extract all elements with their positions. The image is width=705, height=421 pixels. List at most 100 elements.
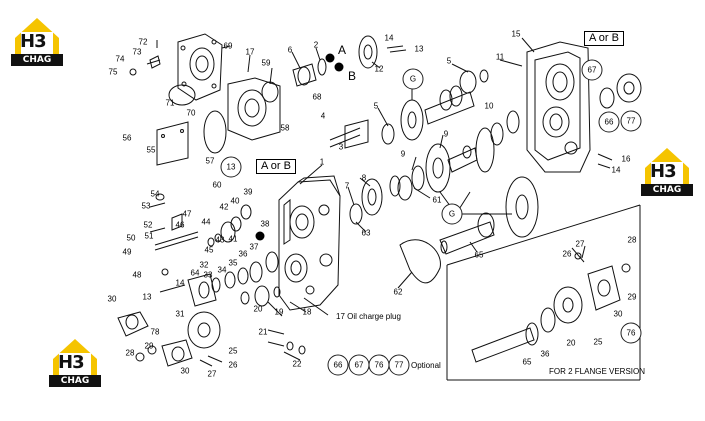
part-number-label: 71 [165, 98, 175, 108]
part-number-label: 40 [230, 196, 240, 206]
logo-badge-icon [645, 148, 689, 184]
part-number-label: 22 [292, 359, 302, 369]
part-number-label: 48 [132, 270, 142, 280]
logo-bar-text: CHAG [641, 184, 693, 196]
part-number-label: 44 [201, 217, 211, 227]
part-number-label: 75 [108, 67, 118, 77]
part-number-label: 31 [175, 309, 185, 319]
part-number-label: 45 [204, 245, 214, 255]
part-number-label: 4 [320, 111, 326, 121]
optional-circle-76: 76 [368, 354, 390, 376]
part-number-label: 36 [238, 249, 248, 259]
part-number-label: 65 [474, 250, 484, 260]
part-number-label: 13 [142, 292, 152, 302]
logo-badge-icon [15, 18, 59, 54]
part-number-label: 43 [215, 235, 225, 245]
part-number-label: 78 [150, 327, 160, 337]
part-number-label: 3 [338, 142, 344, 152]
part-number-label: 28 [627, 235, 637, 245]
part-number-label: 37 [249, 242, 259, 252]
part-number-label: 73 [132, 47, 142, 57]
part-number-label: 65 [522, 357, 532, 367]
part-number-label: 55 [146, 145, 156, 155]
part-number-label: 30 [107, 294, 117, 304]
part-number-label: 21 [258, 327, 268, 337]
part-number-label: 58 [280, 123, 290, 133]
optional-circle-66: 66 [327, 354, 349, 376]
part-number-label: 13 [414, 44, 424, 54]
part-number-label: 30 [613, 309, 623, 319]
part-number-label: 36 [540, 349, 550, 359]
a-or-b-callout-top: A or B [584, 31, 624, 46]
part-number-label: 9 [443, 129, 449, 139]
part-number-label: 16 [621, 154, 631, 164]
marker-dot-a [325, 53, 335, 63]
part-number-label: 61 [432, 195, 442, 205]
logo-bar-text: CHAG [49, 375, 101, 387]
part-number-label: 17 [245, 47, 255, 57]
logo-bar-text: CHAG [11, 54, 63, 66]
part-number-label: 41 [228, 234, 238, 244]
part-number-label: 50 [126, 233, 136, 243]
part-number-label: 10 [484, 101, 494, 111]
part-number-label: 52 [143, 220, 153, 230]
part-number-label: 14 [175, 278, 185, 288]
part-number-label: 33 [203, 270, 213, 280]
part-number-label: 56 [122, 133, 132, 143]
logo-text: H3 [58, 352, 85, 373]
part-number-label: 38 [260, 219, 270, 229]
part-number-label: 49 [122, 247, 132, 257]
part-number-label: 5 [446, 56, 452, 66]
optional-circle-67: 67 [348, 354, 370, 376]
part-number-label: 72 [138, 37, 148, 47]
logo-badge-icon [53, 339, 97, 375]
brand-logo-bottom-left: H3 CHAG [49, 335, 101, 387]
circle-part-13: 13 [220, 156, 242, 178]
part-number-label: 29 [144, 341, 154, 351]
part-number-label: 9 [400, 149, 406, 159]
part-number-label: 12 [374, 64, 384, 74]
part-number-label: 2 [313, 40, 319, 50]
part-number-label: 26 [562, 249, 572, 259]
part-number-label: 26 [228, 360, 238, 370]
part-number-label: 8 [361, 173, 367, 183]
circle-part-67: 67 [581, 59, 603, 81]
part-number-label: 18 [302, 307, 312, 317]
part-number-label: 20 [566, 338, 576, 348]
part-number-label: 46 [175, 220, 185, 230]
part-number-label: 42 [219, 202, 229, 212]
logo-text: H3 [20, 31, 47, 52]
oil-charge-plug-label: 17 Oil charge plug [336, 312, 401, 321]
part-number-label: 25 [593, 337, 603, 347]
circle-g-center: G [441, 203, 463, 225]
circle-part-66: 66 [598, 111, 620, 133]
part-number-label: 51 [144, 231, 154, 241]
part-number-label: 59 [261, 58, 271, 68]
logo-text: H3 [650, 161, 677, 182]
part-number-label: 30 [180, 366, 190, 376]
optional-label: Optional [411, 361, 441, 370]
label-b: B [347, 69, 357, 83]
part-number-label: 39 [243, 187, 253, 197]
part-number-label: 19 [274, 307, 284, 317]
part-number-label: 15 [511, 29, 521, 39]
flange-version-label: FOR 2 FLANGE VERSION [549, 367, 646, 376]
part-number-label: 57 [205, 156, 215, 166]
part-number-label: 63 [361, 228, 371, 238]
part-number-label: 60 [212, 180, 222, 190]
part-number-label: 70 [186, 108, 196, 118]
part-number-label: 27 [207, 369, 217, 379]
part-number-label: 11 [495, 52, 505, 62]
brand-logo-right: H3 CHAG [641, 144, 693, 196]
part-number-label: 20 [253, 304, 263, 314]
label-a: A [337, 43, 347, 57]
part-number-label: 53 [141, 201, 151, 211]
marker-dot-b [334, 62, 344, 72]
optional-circle-77: 77 [388, 354, 410, 376]
part-number-label: 68 [312, 92, 322, 102]
part-number-label: 74 [115, 54, 125, 64]
part-number-label: 1 [319, 157, 325, 167]
part-number-label: 14 [611, 165, 621, 175]
